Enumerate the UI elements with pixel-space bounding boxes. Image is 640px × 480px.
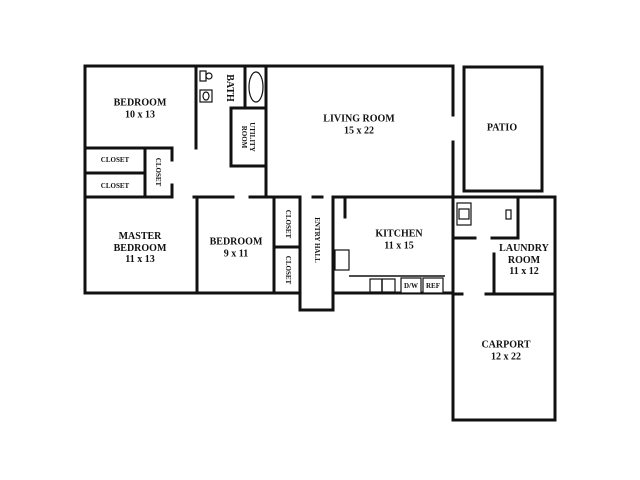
room-laundry: LAUNDRY ROOM 11 x 12 xyxy=(499,243,549,278)
room-bedroom-2: BEDROOM 9 x 11 xyxy=(210,237,263,260)
room-kitchen: KITCHEN 11 x 15 xyxy=(375,229,422,252)
room-name: BEDROOM xyxy=(209,236,263,248)
room-size: 11 x 15 xyxy=(384,240,414,251)
room-bath: BATH xyxy=(223,74,235,102)
room-name-line1: LAUNDRY xyxy=(499,242,549,254)
room-size: 10 x 13 xyxy=(125,109,155,120)
room-patio: PATIO xyxy=(486,122,518,134)
room-size: 15 x 22 xyxy=(344,125,374,136)
room-closet-d: CLOSET xyxy=(284,209,293,239)
room-name: KITCHEN xyxy=(375,228,423,240)
room-name-line2: BEDROOM xyxy=(113,242,167,254)
room-bedroom-1: BEDROOM 10 x 13 xyxy=(114,98,167,121)
room-closet-e: CLOSET xyxy=(284,255,293,285)
room-size: 12 x 22 xyxy=(491,351,521,362)
patio-outline xyxy=(462,65,544,193)
refrigerator-label: REF xyxy=(426,281,440,290)
room-name: CARPORT xyxy=(481,339,531,351)
room-name: BEDROOM xyxy=(113,97,167,109)
room-size: 9 x 11 xyxy=(223,248,249,259)
room-name-line1: MASTER xyxy=(118,230,162,242)
fixtures xyxy=(199,70,512,294)
room-size: 11 x 12 xyxy=(509,265,539,277)
room-name-line2: ROOM xyxy=(240,125,248,149)
room-closet-c: CLOSET xyxy=(154,157,163,187)
room-name-line2: ROOM xyxy=(507,254,541,266)
room-master-bedroom: MASTER BEDROOM 11 x 13 xyxy=(114,231,167,266)
exterior-walls xyxy=(83,64,455,312)
room-closet-b: CLOSET xyxy=(100,181,130,190)
laundry-carport-walls xyxy=(451,195,557,422)
room-living: LIVING ROOM 15 x 22 xyxy=(323,114,394,137)
room-size: 11 x 13 xyxy=(125,253,155,265)
room-name: LIVING ROOM xyxy=(323,113,395,125)
interior-walls xyxy=(83,64,455,295)
room-closet-a: CLOSET xyxy=(100,155,130,164)
room-name-line1: UTILITY xyxy=(248,122,257,152)
room-utility: UTILITY ROOM xyxy=(240,122,256,152)
room-entry-hall: ENTRY HALL xyxy=(313,217,322,263)
room-carport: CARPORT 12 x 22 xyxy=(481,340,530,363)
dishwasher-label: D/W xyxy=(404,281,418,290)
